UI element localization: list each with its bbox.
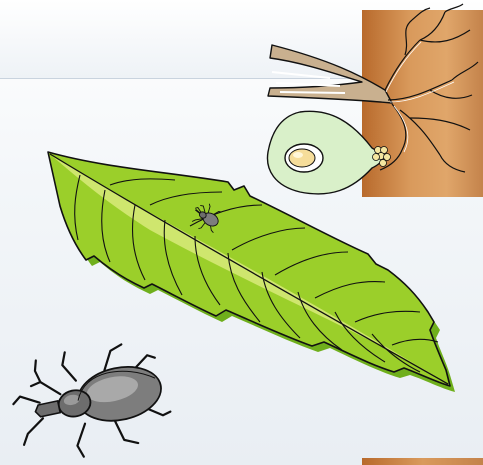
- egg-icon: [267, 111, 390, 194]
- weevil-icon: [5, 333, 176, 465]
